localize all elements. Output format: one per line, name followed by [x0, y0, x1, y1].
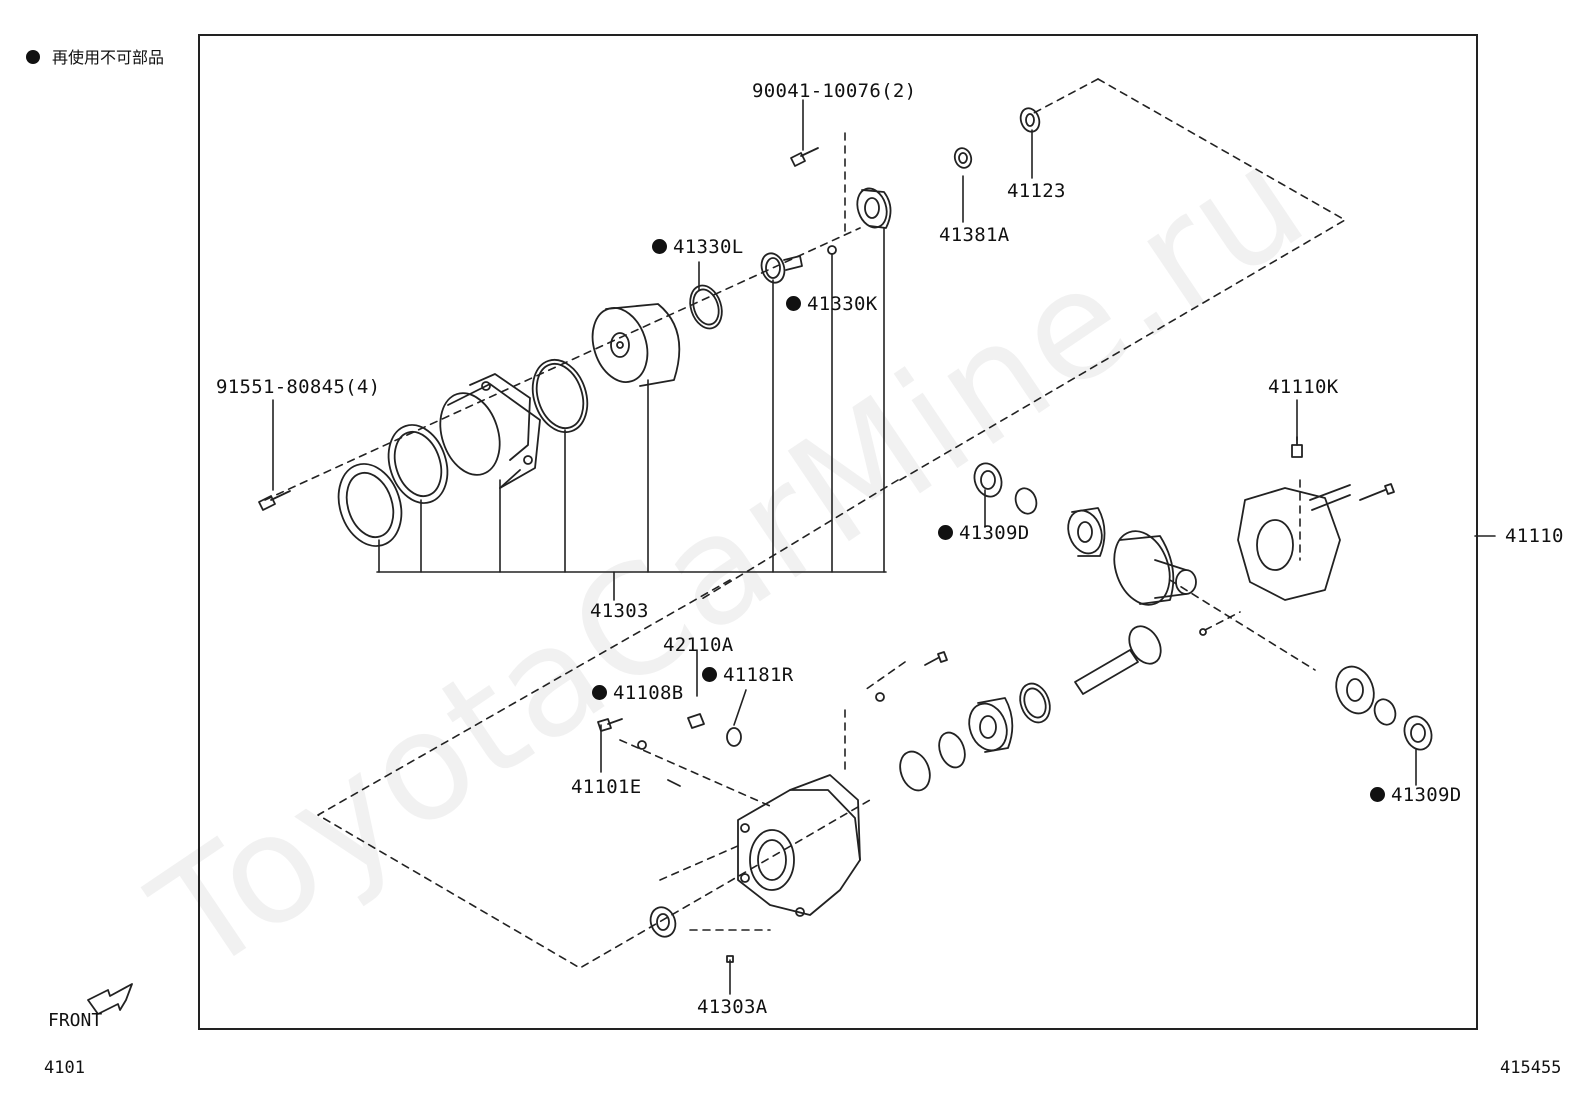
bolt-upper-pinion-icon [924, 651, 948, 666]
snap-ring-a-icon [938, 731, 966, 769]
bolt-91551-icon [258, 490, 291, 511]
non-reusable-dot-icon [652, 239, 667, 254]
bearing-right-icon [1335, 665, 1375, 715]
snap-ring-b-icon [899, 750, 931, 792]
seal-41309d-lower-icon [1403, 715, 1433, 751]
label-41110: 41110 [1505, 525, 1564, 547]
shim-lower-icon [1373, 698, 1397, 726]
label-41381a: 41381A [939, 224, 1010, 246]
footer-right-code: 415455 [1500, 1058, 1562, 1078]
pinion-bearing-icon [968, 697, 1014, 753]
gasket-41108b-icon [637, 740, 647, 750]
label-41309d-lower: 41309D [1370, 784, 1461, 806]
breather-41110k-icon [1291, 436, 1303, 458]
shim-upper-icon [1014, 487, 1038, 515]
non-reusable-dot-icon [1370, 787, 1385, 802]
label-41101e: 41101E [571, 776, 642, 798]
non-reusable-dot-icon [702, 667, 717, 682]
oil-seal-icon [337, 463, 403, 547]
label-41108b: 41108B [592, 682, 683, 704]
pin-stud-icon [667, 779, 681, 787]
front-arrow-icon [87, 983, 133, 1015]
gasket-41181r-icon [726, 727, 742, 747]
label-41303: 41303 [590, 600, 649, 622]
nut-front-icon [649, 906, 677, 938]
transfer-case-icon [1237, 484, 1351, 601]
sensor-flange-icon [760, 252, 803, 284]
legend-text: 再使用不可部品 [52, 48, 165, 67]
front-label: FRONT [48, 1010, 103, 1031]
pin-small-icon [1199, 628, 1207, 636]
seal-41309d-upper-icon [973, 462, 1003, 498]
washer-41123-icon [1019, 107, 1041, 133]
non-reusable-dot-icon [786, 296, 801, 311]
non-reusable-dot-icon [592, 685, 607, 700]
bearing-left-icon [1067, 507, 1106, 557]
label-42110a: 42110A [663, 634, 734, 656]
gasket-ring-icon [387, 424, 449, 504]
label-41303a: 41303A [697, 996, 768, 1018]
leader-lines [272, 99, 1496, 995]
clip-icon [875, 692, 885, 702]
o-ring-small-icon [689, 284, 723, 330]
label-41330k: 41330K [786, 293, 877, 315]
plug-41101e-icon [597, 718, 623, 732]
non-reusable-dot-icon [26, 50, 40, 64]
ring-spacer-icon [1019, 682, 1051, 724]
clutch-drum-icon [591, 303, 681, 387]
small-seal-icon [827, 245, 837, 255]
shim-41381a-icon [953, 147, 973, 169]
non-reusable-dot-icon [938, 525, 953, 540]
label-41330l: 41330L [652, 236, 743, 258]
plug-42110a-icon [687, 713, 705, 729]
front-housing-icon [737, 774, 861, 917]
cover-housing-icon [439, 373, 541, 489]
label-41123: 41123 [1007, 180, 1066, 202]
bolt-transfer-icon [1359, 483, 1395, 501]
o-ring-large-icon [531, 359, 589, 433]
label-41181r: 41181R [702, 664, 793, 686]
footer-left-code: 4101 [44, 1058, 85, 1078]
assembly-dash-lines [264, 78, 1346, 969]
label-90041-10076: 90041-10076(2) [752, 80, 917, 102]
label-91551-80845: 91551-80845(4) [216, 376, 381, 398]
diagram-frame [198, 34, 1478, 1030]
bearing-top-icon [856, 187, 892, 229]
differential-case-icon [1113, 530, 1197, 606]
dowel-41303a-icon [726, 955, 734, 963]
pinion-shaft-icon [1074, 625, 1162, 695]
legend: 再使用不可部品 [26, 44, 164, 68]
label-41110k: 41110K [1268, 376, 1339, 398]
label-41309d-upper: 41309D [938, 522, 1029, 544]
bolt-90041-icon [790, 147, 819, 167]
